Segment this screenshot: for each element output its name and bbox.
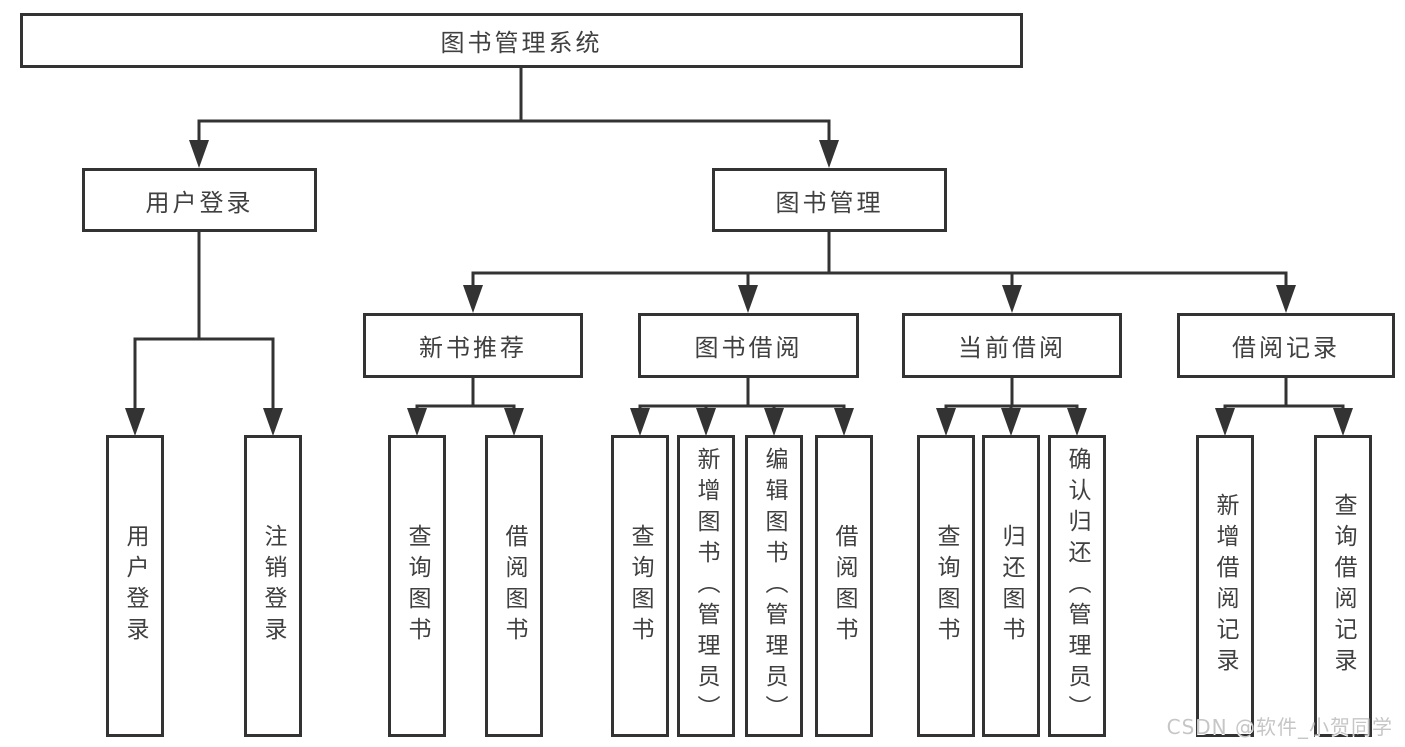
node-book-management: 图书管理	[712, 168, 947, 232]
connector-book-borrow-children	[638, 378, 846, 412]
leaf-add-borrow-record-label: 新增借阅记录	[1212, 493, 1238, 679]
node-root: 图书管理系统	[20, 13, 1023, 68]
arrow-icon	[463, 285, 483, 313]
leaf-query-borrow-record: 查询借阅记录	[1314, 435, 1372, 737]
leaf-current-query-books-label: 查询图书	[933, 524, 959, 648]
connector-current-borrow-children	[944, 378, 1079, 412]
leaf-borrowing-query-books: 查询图书	[611, 435, 669, 737]
leaf-borrowing-query-books-label: 查询图书	[627, 524, 653, 648]
connector-strokes	[133, 68, 1345, 412]
connector-user-login-children	[133, 232, 275, 412]
arrowheads	[125, 140, 1353, 436]
leaf-user-login: 用户登录	[106, 435, 164, 737]
connector-borrow-records-children	[1223, 378, 1345, 412]
csdn-watermark: CSDN @软件_小贺同学	[1166, 715, 1393, 739]
arrow-icon	[936, 408, 956, 436]
leaf-confirm-return-admin-label: 确认归还（管理员）	[1064, 446, 1090, 726]
node-borrow-records-label: 借阅记录	[1232, 334, 1340, 362]
arrow-icon	[189, 140, 209, 168]
arrow-icon	[1001, 408, 1021, 436]
connector-root-to-level2	[197, 68, 831, 142]
leaf-newbook-borrow-books: 借阅图书	[485, 435, 543, 737]
leaf-newbook-query-books: 查询图书	[388, 435, 446, 737]
arrow-icon	[125, 408, 145, 436]
node-book-borrowing-label: 图书借阅	[694, 334, 803, 362]
arrow-icon	[1002, 285, 1022, 313]
node-root-label: 图书管理系统	[440, 29, 603, 57]
node-book-borrowing: 图书借阅	[638, 313, 859, 378]
arrow-icon	[696, 408, 716, 436]
leaf-return-books: 归还图书	[982, 435, 1040, 737]
node-new-book-recommend-label: 新书推荐	[419, 334, 527, 362]
leaf-add-books-admin: 新增图书（管理员）	[677, 435, 735, 737]
node-new-book-recommend: 新书推荐	[363, 313, 583, 378]
node-current-borrowing-label: 当前借阅	[958, 334, 1066, 362]
leaf-add-borrow-record: 新增借阅记录	[1196, 435, 1254, 737]
arrow-icon	[834, 408, 854, 436]
leaf-edit-books-admin: 编辑图书（管理员）	[745, 435, 803, 737]
connector-new-book-children	[415, 378, 516, 412]
arrow-icon	[738, 285, 758, 313]
arrow-icon	[819, 140, 839, 168]
leaf-add-books-admin-label: 新增图书（管理员）	[693, 446, 719, 726]
leaf-borrowing-borrow-books: 借阅图书	[815, 435, 873, 737]
node-user-login-label: 用户登录	[145, 188, 254, 217]
leaf-logout: 注销登录	[244, 435, 302, 737]
leaf-newbook-borrow-books-label: 借阅图书	[501, 524, 527, 648]
leaf-newbook-query-books-label: 查询图书	[404, 524, 430, 648]
leaf-return-books-label: 归还图书	[998, 524, 1024, 648]
arrow-icon	[1333, 408, 1353, 436]
arrow-icon	[1215, 408, 1235, 436]
arrow-icon	[1067, 408, 1087, 436]
arrow-icon	[764, 408, 784, 436]
leaf-edit-books-admin-label: 编辑图书（管理员）	[761, 446, 787, 726]
leaf-query-borrow-record-label: 查询借阅记录	[1330, 493, 1356, 679]
node-user-login: 用户登录	[82, 168, 317, 232]
leaf-borrowing-borrow-books-label: 借阅图书	[831, 524, 857, 648]
leaf-confirm-return-admin: 确认归还（管理员）	[1048, 435, 1106, 737]
arrow-icon	[630, 408, 650, 436]
arrow-icon	[263, 408, 283, 436]
node-borrow-records: 借阅记录	[1177, 313, 1395, 378]
arrow-icon	[504, 408, 524, 436]
arrow-icon	[1276, 285, 1296, 313]
node-current-borrowing: 当前借阅	[902, 313, 1122, 378]
connector-book-mgmt-children	[471, 232, 1288, 288]
leaf-current-query-books: 查询图书	[917, 435, 975, 737]
leaf-user-login-label: 用户登录	[122, 524, 148, 648]
leaf-logout-label: 注销登录	[260, 524, 286, 648]
arrow-icon	[407, 408, 427, 436]
node-book-management-label: 图书管理	[775, 188, 884, 217]
